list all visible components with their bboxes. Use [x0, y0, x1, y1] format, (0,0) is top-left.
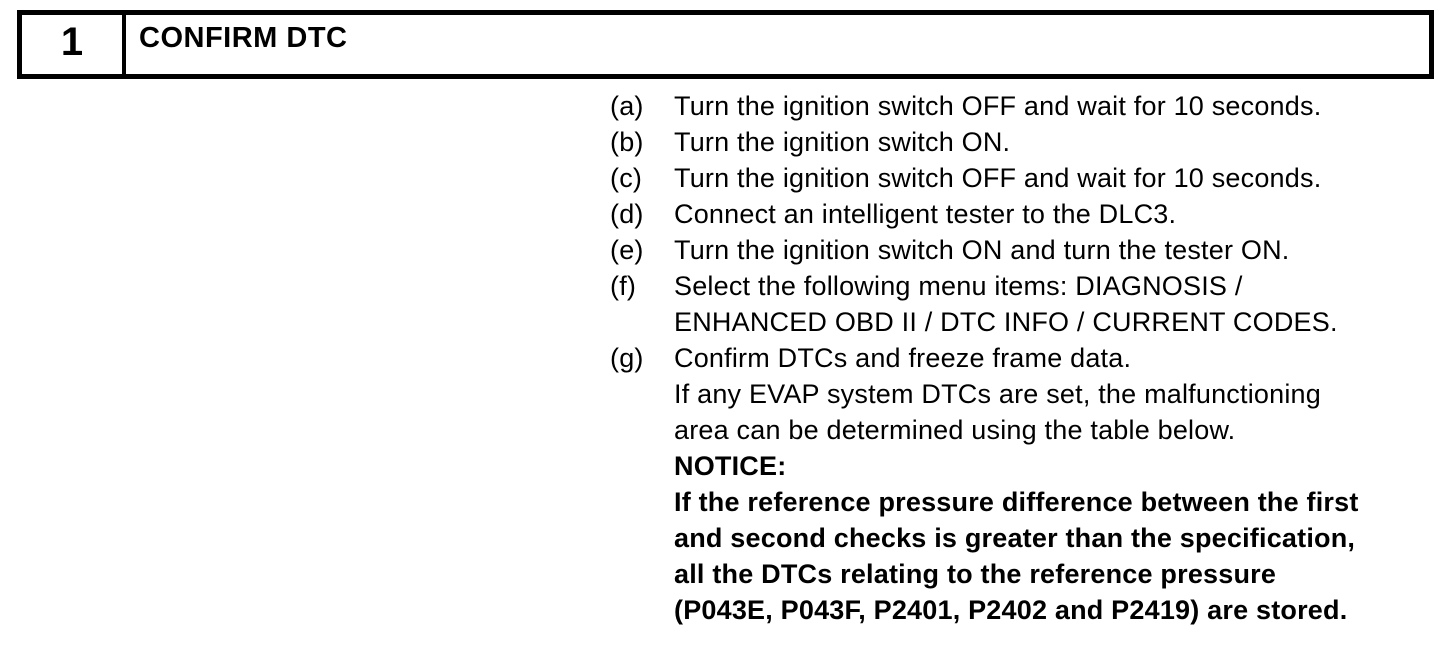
- step-label: (a): [610, 91, 644, 121]
- step-label: (f): [610, 271, 637, 301]
- procedure-step-g: (g) Confirm DTCs and freeze frame data. …: [610, 340, 1359, 628]
- procedure-steps: (a) Turn the ignition switch OFF and wai…: [610, 88, 1359, 628]
- procedure-step-b: (b) Turn the ignition switch ON.: [610, 124, 1359, 160]
- procedure-step-f: (f) Select the following menu items: DIA…: [610, 268, 1359, 340]
- step-label: (g): [610, 343, 644, 373]
- step-text: Connect an intelligent tester to the DLC…: [674, 199, 1177, 229]
- notice-label: NOTICE:: [674, 451, 787, 481]
- step-title: CONFIRM DTC: [139, 22, 348, 54]
- procedure-step-d: (d) Connect an intelligent tester to the…: [610, 196, 1359, 232]
- step-text: Turn the ignition switch OFF and wait fo…: [674, 91, 1322, 121]
- procedure-step-e: (e) Turn the ignition switch ON and turn…: [610, 232, 1359, 268]
- step-header: 1 CONFIRM DTC: [17, 10, 1434, 79]
- step-label: (e): [610, 235, 644, 265]
- notice-text: If the reference pressure difference bet…: [674, 487, 1359, 625]
- step-text-group: Confirm DTCs and freeze frame data. If a…: [674, 340, 1359, 628]
- step-text: Confirm DTCs and freeze frame data. If a…: [674, 343, 1321, 445]
- step-text: Turn the ignition switch OFF and wait fo…: [674, 163, 1322, 193]
- procedure-step-c: (c) Turn the ignition switch OFF and wai…: [610, 160, 1359, 196]
- step-title-cell: CONFIRM DTC: [126, 15, 1429, 74]
- step-label: (c): [610, 163, 643, 193]
- step-number: 1: [60, 19, 84, 64]
- step-text: Turn the ignition switch ON.: [674, 127, 1011, 157]
- step-text: Turn the ignition switch ON and turn the…: [674, 235, 1290, 265]
- step-label: (d): [610, 199, 644, 229]
- procedure-step-a: (a) Turn the ignition switch OFF and wai…: [610, 88, 1359, 124]
- step-text: Select the following menu items: DIAGNOS…: [674, 271, 1338, 337]
- step-label: (b): [610, 127, 644, 157]
- step-number-cell: 1: [22, 15, 126, 74]
